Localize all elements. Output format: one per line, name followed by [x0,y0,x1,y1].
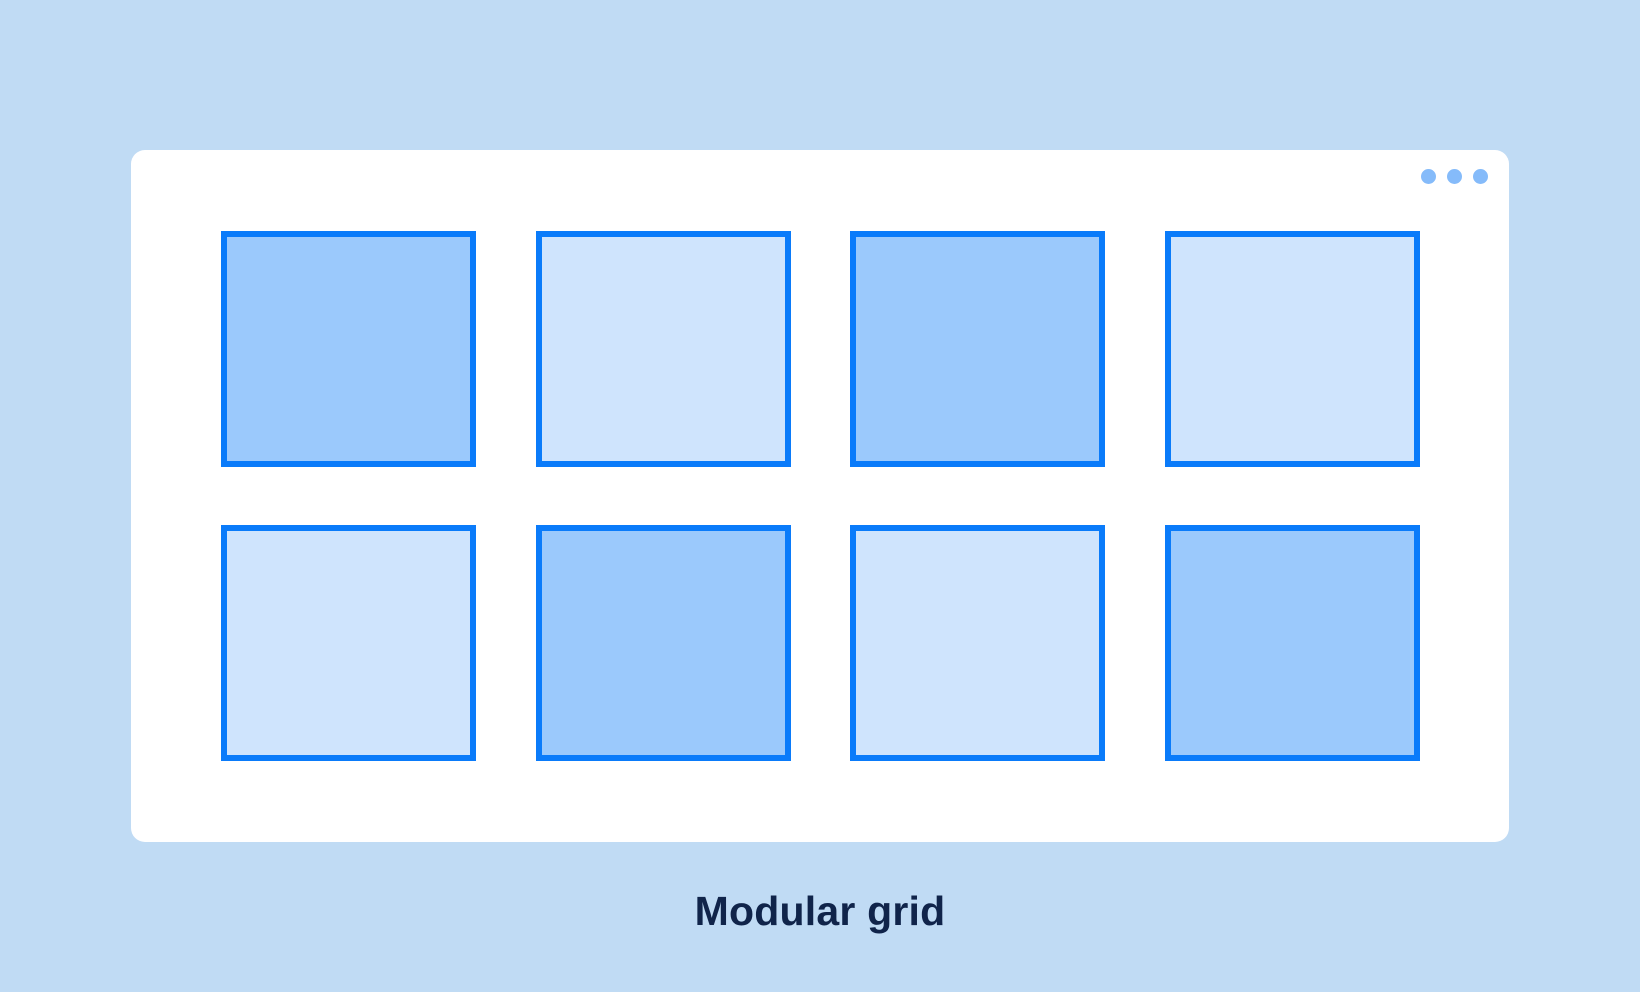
grid-module-r1c2 [536,231,791,467]
window-dot-icon [1473,169,1488,184]
window-dot-icon [1421,169,1436,184]
grid-module-r1c3 [850,231,1105,467]
browser-window [131,150,1509,842]
window-dot-icon [1447,169,1462,184]
grid-module-r2c4 [1165,525,1420,761]
diagram-caption: Modular grid [694,888,946,934]
grid-module-r2c3 [850,525,1105,761]
grid-module-r1c1 [221,231,476,467]
grid-module-r1c4 [1165,231,1420,467]
window-controls [1421,169,1488,184]
grid-module-r2c1 [221,525,476,761]
grid-module-r2c2 [536,525,791,761]
